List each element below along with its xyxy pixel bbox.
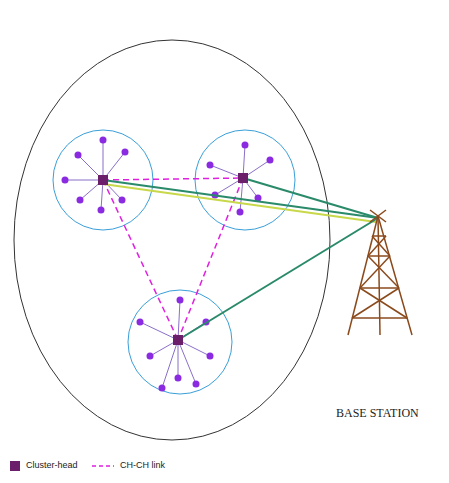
- legend-text: Cluster-head: [26, 460, 78, 470]
- station-label: BASE STATION: [336, 406, 419, 421]
- ch-base-links: [103, 178, 378, 340]
- legend-text: CH-CH link: [120, 460, 165, 470]
- network-boundary: [14, 40, 330, 440]
- cluster-circle: [128, 290, 232, 394]
- tower-symbol: [348, 210, 412, 335]
- cluster-circle: [195, 130, 295, 230]
- member-nodes: [62, 137, 274, 392]
- ch-ch-links: [103, 178, 243, 340]
- member-links: [65, 140, 270, 388]
- legend-swatch: [10, 461, 20, 471]
- cluster-heads: [98, 173, 248, 345]
- legend-line-sample: [92, 465, 114, 467]
